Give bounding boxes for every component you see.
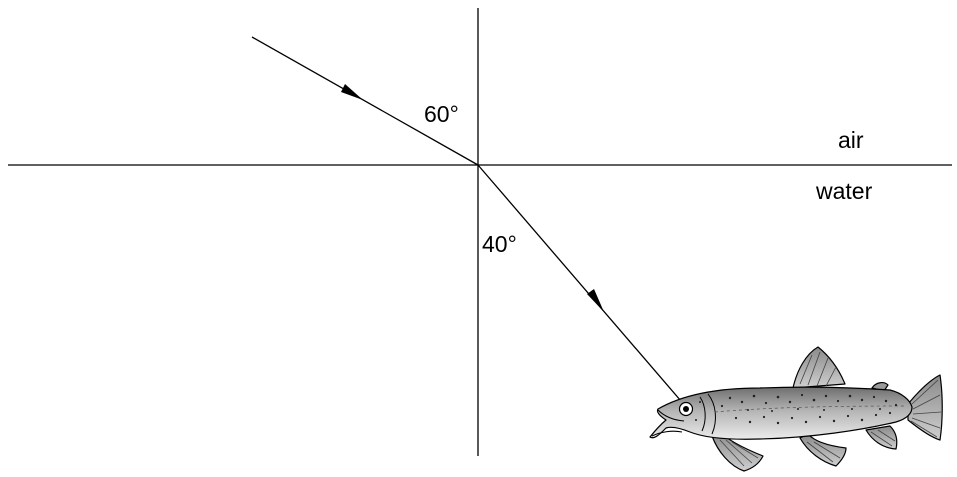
incident-angle-label: 60°	[424, 101, 459, 127]
anal-fin	[865, 425, 898, 450]
trout-icon	[649, 346, 943, 472]
refracted-angle-label: 40°	[482, 231, 517, 257]
refracted-ray	[477, 164, 688, 409]
pelvic-fin	[799, 433, 847, 467]
incident-arrowhead	[341, 84, 363, 100]
fish-mouth	[651, 409, 685, 437]
incident-ray	[251, 36, 479, 166]
refracted-arrowhead	[587, 289, 604, 312]
water-label: water	[815, 178, 873, 204]
gill-cover	[699, 393, 716, 435]
fish-body	[649, 386, 913, 440]
air-label: air	[838, 127, 864, 153]
dorsal-fin	[792, 346, 846, 389]
tail-fin	[907, 374, 943, 441]
